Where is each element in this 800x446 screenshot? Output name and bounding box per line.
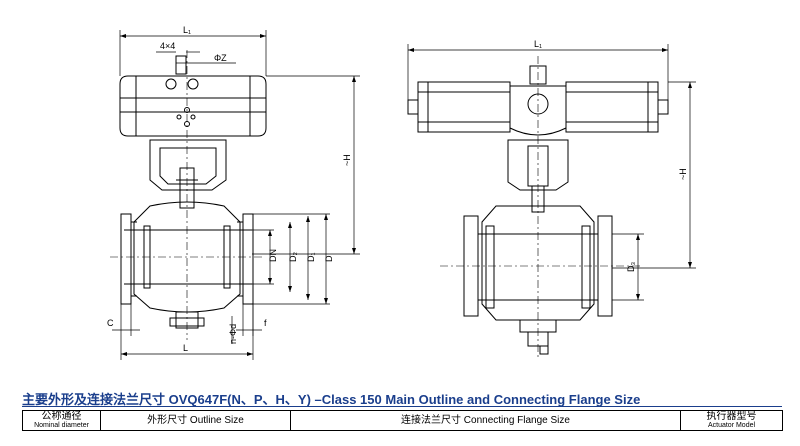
label-D: D [324, 255, 334, 262]
right-view [407, 56, 669, 360]
right-actuator-right-cylinder [565, 81, 659, 133]
label-DN: DN [268, 249, 278, 262]
label-L: L [183, 343, 188, 353]
label-D2: D₂ [288, 252, 298, 262]
label-L1-left: L₁ [183, 25, 191, 35]
table-title: 主要外形及连接法兰尺寸 OVQ647F(N、P、H、Y) –Class 150 … [22, 392, 641, 407]
left-bracket [149, 139, 227, 191]
spec-table: 公称通径 Nominal diameter 外形尺寸 Outline Size … [22, 410, 783, 431]
header-outline-size: 外形尺寸 Outline Size [100, 410, 291, 431]
label-H-right: ~H [678, 168, 688, 180]
left-actuator-body [119, 75, 267, 137]
label-D1: D₁ [306, 252, 316, 262]
label-f: f [264, 318, 267, 328]
left-valve-body [133, 201, 241, 313]
left-flange-right [242, 213, 254, 305]
label-L1-right: L₁ [534, 39, 542, 49]
header-connecting-flange-size: 连接法兰尺寸 Connecting Flange Size [290, 410, 681, 431]
right-valve-body [481, 205, 595, 321]
label-n-phi-d: n-Φd [228, 324, 238, 344]
title-underline [22, 406, 782, 407]
label-H-left: ~H [342, 154, 352, 166]
left-flange-left [120, 213, 132, 305]
header-nominal-diameter: 公称通径 Nominal diameter [22, 410, 101, 431]
label-C: C [107, 318, 114, 328]
label-D3: D₃ [626, 262, 636, 272]
technical-drawing: L₁ 4×4 ΦZ ~H DN D₂ D₁ D C n-Φd f L L₁ ~H… [107, 25, 696, 360]
table-header-row: 公称通径 Nominal diameter 外形尺寸 Outline Size … [22, 410, 783, 431]
label-phi-z: ΦZ [214, 53, 227, 63]
right-actuator-center [509, 85, 567, 136]
left-view [110, 50, 267, 340]
right-actuator-left-cylinder [417, 81, 511, 133]
header-actuator-model: 执行器型号 Actuator Model [680, 410, 783, 431]
label-4x4: 4×4 [160, 41, 175, 51]
